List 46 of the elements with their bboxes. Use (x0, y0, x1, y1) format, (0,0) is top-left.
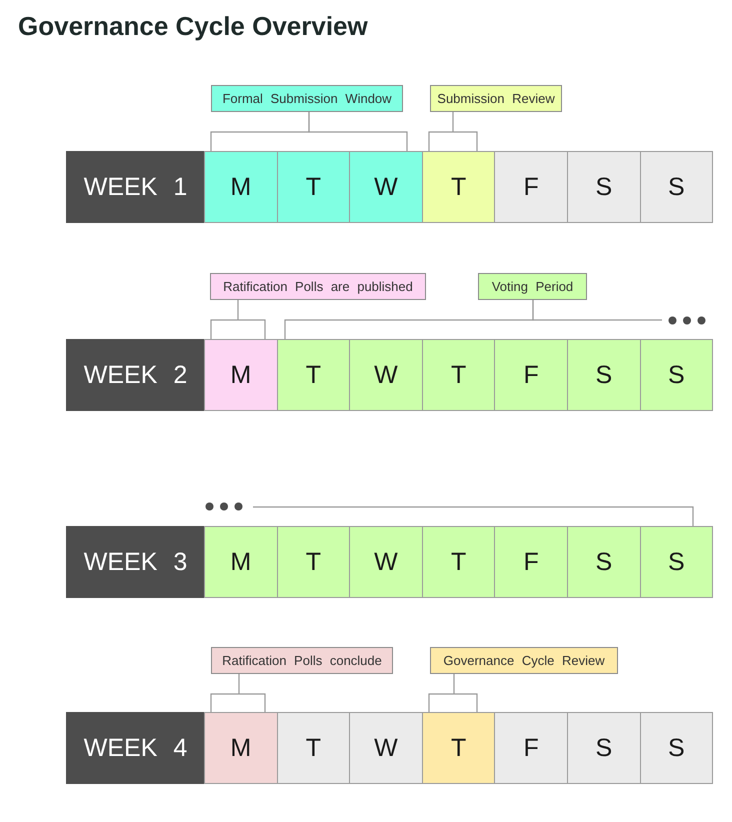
week-label-cell: WEEK 2 (66, 339, 205, 411)
week-label-cell: WEEK 1 (66, 151, 205, 223)
callout-label: Submission Review (430, 85, 562, 112)
week-label-cell: WEEK 3 (66, 526, 205, 598)
day-cell: S (567, 339, 641, 411)
callout-label: Formal Submission Window (211, 85, 403, 112)
day-cell: T (422, 151, 496, 223)
leader-line (210, 673, 266, 713)
day-cell: W (349, 339, 423, 411)
day-cell: F (494, 151, 568, 223)
day-cell: T (276, 339, 350, 411)
callout-label: Voting Period (478, 273, 587, 300)
day-cell: S (640, 526, 714, 598)
day-cell: F (494, 712, 568, 784)
week-label-cell: WEEK 4 (66, 712, 205, 784)
day-cell: W (349, 526, 423, 598)
day-cell: M (204, 151, 278, 223)
day-cell: T (422, 712, 496, 784)
callout-label: Governance Cycle Review (430, 647, 618, 674)
day-cell: T (276, 151, 350, 223)
day-cell: T (422, 526, 496, 598)
day-cell: F (494, 339, 568, 411)
day-cell: S (567, 151, 641, 223)
leader-line (532, 300, 662, 321)
callout-label: Ratification Polls are published (210, 273, 426, 300)
day-cell: S (640, 151, 714, 223)
day-cell: S (567, 526, 641, 598)
day-cell: M (204, 526, 278, 598)
day-cell: S (640, 712, 714, 784)
leader-line (308, 112, 408, 151)
leader-line (253, 506, 694, 526)
day-cell: M (204, 712, 278, 784)
day-cell: T (422, 339, 496, 411)
leader-line (428, 673, 478, 713)
day-cell: F (494, 526, 568, 598)
leader-line (210, 299, 266, 340)
day-cell: W (349, 151, 423, 223)
title: Governance Cycle Overview (18, 11, 368, 41)
day-cell: W (349, 712, 423, 784)
day-cell: T (276, 526, 350, 598)
callout-label: Ratification Polls conclude (211, 647, 393, 674)
day-cell: T (276, 712, 350, 784)
day-cell: S (640, 339, 714, 411)
day-cell: S (567, 712, 641, 784)
leader-line (428, 111, 478, 152)
day-cell: M (204, 339, 278, 411)
